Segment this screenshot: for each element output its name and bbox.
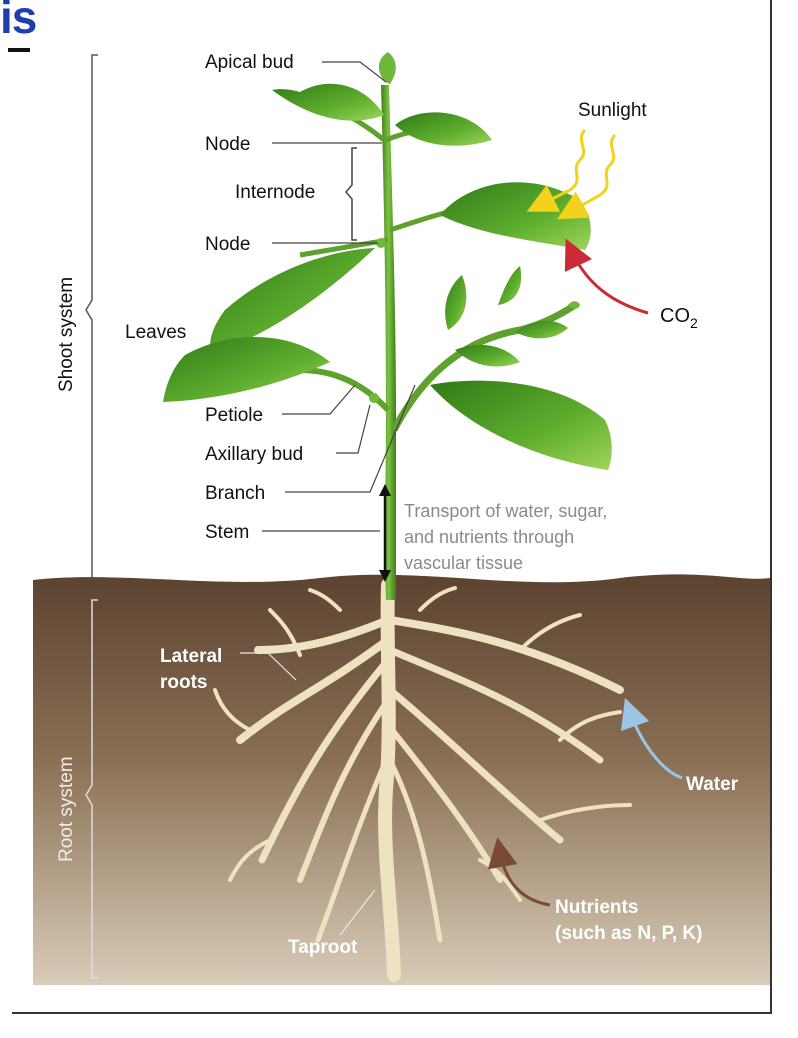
label-leader-lines — [262, 61, 416, 532]
root-leader-lines — [240, 652, 376, 936]
co2-subscript: 2 — [690, 315, 698, 331]
root-system-bracket — [85, 599, 98, 979]
frame-border-bottom — [12, 1012, 772, 1014]
nutrients-arrow — [487, 837, 551, 907]
nutrients-label-line1: Nutrients — [555, 897, 638, 918]
sunlight-rays — [526, 128, 617, 220]
transport-label-line2: and nutrients through — [404, 527, 574, 547]
root-system-illustration — [213, 578, 632, 982]
frame-border-right — [770, 0, 772, 1012]
lateral-roots-label-line1: Lateral — [160, 646, 222, 667]
co2-label: CO2 — [660, 305, 698, 331]
transport-double-arrow — [379, 484, 391, 582]
internode-label: Internode — [235, 182, 315, 203]
shoot-system-label: Shoot system — [56, 277, 77, 392]
leaves-illustration — [163, 52, 612, 470]
header-title-fragment: is — [0, 0, 37, 43]
stem-label: Stem — [205, 522, 249, 543]
plant-stem-illustration — [299, 85, 577, 600]
leaves-label: Leaves — [125, 322, 186, 343]
petiole-label: Petiole — [205, 405, 263, 426]
co2-main-text: CO — [660, 305, 690, 327]
taproot-label: Taproot — [288, 937, 358, 958]
co2-arrow — [564, 238, 649, 315]
shoot-system-bracket — [85, 54, 98, 579]
node-upper-label: Node — [205, 134, 250, 155]
water-arrow — [620, 697, 683, 780]
lateral-roots-label-line2: roots — [160, 672, 208, 693]
axillary-bud-label: Axillary bud — [205, 444, 303, 465]
apical-bud-label: Apical bud — [205, 52, 294, 73]
sunlight-label: Sunlight — [578, 100, 647, 121]
branch-label: Branch — [205, 483, 265, 504]
transport-label-line3: vascular tissue — [404, 553, 523, 573]
internode-bracket — [345, 147, 357, 241]
header-dash — [8, 48, 30, 52]
node-lower-label: Node — [205, 234, 250, 255]
root-system-label: Root system — [56, 756, 77, 862]
transport-label-line1: Transport of water, sugar, — [404, 501, 607, 521]
nutrients-label-line2: (such as N, P, K) — [555, 923, 702, 944]
water-label: Water — [686, 774, 739, 795]
